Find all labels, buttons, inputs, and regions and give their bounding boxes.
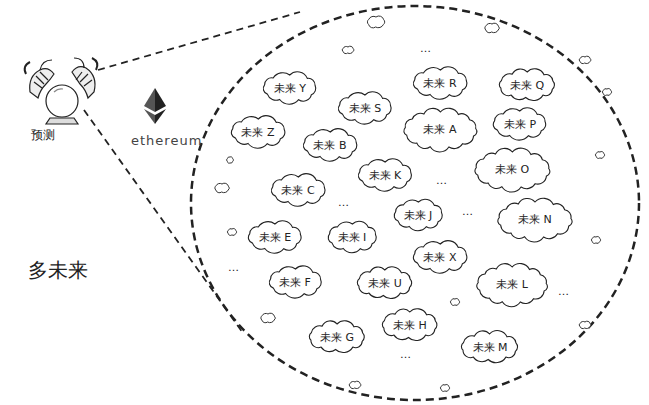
cloud-label: 未来 L: [496, 278, 528, 291]
future-cloud: 未来 M: [458, 330, 521, 364]
future-cloud: 未来 E: [245, 220, 305, 254]
cloud-shape: [271, 174, 325, 207]
cloud-label: 未来 I: [338, 231, 367, 244]
cloud-shape: [413, 241, 466, 274]
cloud-label: 未来 F: [279, 276, 311, 289]
empty-cloud: [349, 381, 361, 388]
cloud-shape: [494, 108, 546, 140]
cloud-label: 未来 E: [259, 231, 291, 244]
future-cloud: 未来 U: [354, 266, 415, 300]
cloud-shape: [475, 148, 550, 192]
empty-cloud: [485, 23, 499, 33]
ellipsis: …: [436, 174, 447, 187]
empty-cloud: [603, 89, 612, 96]
cloud-shape: [358, 267, 412, 299]
empty-cloud: [342, 46, 354, 53]
empty-clouds: [215, 16, 612, 391]
future-cloud: 未来 N: [495, 198, 575, 242]
empty-cloud: [367, 16, 384, 28]
empty-cloud: [227, 157, 234, 163]
future-cloud: 未来 L: [474, 263, 550, 307]
cloud-shape: [338, 92, 391, 124]
future-cloud: 未来 S: [335, 91, 395, 125]
cloud-shape: [248, 221, 301, 253]
cloud-label: 未来 Y: [274, 82, 306, 95]
cloud-label: 未来 Z: [241, 126, 274, 139]
future-cloud: 未来 K: [355, 158, 415, 192]
cloud-shape: [269, 266, 321, 298]
cloud-label: 未来 O: [495, 163, 529, 176]
future-cloud: 未来 G: [306, 320, 368, 354]
concept-label: 多未来: [28, 257, 88, 284]
future-cloud: 未来 O: [472, 148, 553, 192]
cloud-shape: [309, 321, 364, 353]
ellipsis: …: [338, 196, 349, 209]
crystal-ball-figure: [25, 58, 98, 124]
cloud-shape: [499, 69, 554, 101]
empty-cloud: [441, 385, 450, 392]
projection-line: [98, 12, 300, 70]
future-cloud: 未来 J: [391, 198, 446, 232]
empty-cloud: [451, 299, 460, 306]
empty-cloud: [579, 56, 591, 63]
cloud-shape: [383, 309, 438, 341]
future-cloud: 未来 C: [268, 173, 329, 207]
cloud-label: 未来 C: [281, 184, 314, 197]
cloud-shape: [394, 200, 442, 231]
empty-cloud: [215, 183, 229, 193]
empty-cloud: [592, 237, 601, 244]
future-cloud: 未来 Y: [260, 71, 319, 105]
projection-line: [84, 110, 243, 333]
empty-cloud: [579, 321, 591, 328]
cloud-shape: [462, 331, 518, 363]
cloud-label: 未来 H: [393, 319, 427, 332]
future-cloud: 未来 H: [379, 308, 441, 342]
figure-caption: 预测: [31, 127, 55, 144]
future-cloud: 未来 Q: [496, 68, 558, 102]
cloud-shape: [264, 72, 316, 104]
future-cloud: 未来 P: [490, 107, 549, 141]
ellipsis: …: [558, 285, 569, 298]
future-cloud: 未来 Z: [228, 115, 289, 149]
cloud-label: 未来 M: [473, 341, 508, 354]
cloud-label: 未来 U: [368, 277, 402, 290]
cloud-shape: [477, 264, 548, 307]
cloud-shape: [413, 67, 467, 100]
future-circle: [191, 6, 639, 400]
ellipsis: …: [228, 261, 239, 274]
cloud-shape: [328, 222, 376, 253]
cloud-label: 未来 S: [349, 102, 381, 115]
empty-cloud: [261, 313, 275, 323]
cloud-label: 未来 K: [369, 169, 402, 182]
empty-cloud: [596, 152, 605, 159]
cloud-label: 未来 Q: [510, 79, 544, 92]
future-cloud: 未来 X: [410, 240, 471, 274]
cloud-label: 未来 R: [423, 77, 456, 90]
cloud-shape: [498, 198, 572, 242]
cloud-shape: [303, 129, 356, 162]
empty-cloud: [228, 229, 237, 236]
cloud-label: 未来 P: [504, 118, 536, 131]
future-cloud: 未来 I: [325, 220, 380, 254]
logo-wordmark: ethereum: [131, 133, 202, 148]
cloud-shape: [403, 109, 476, 153]
cloud-label: 未来 X: [423, 251, 456, 264]
future-cloud: 未来 R: [410, 66, 471, 100]
cloud-shape: [358, 159, 411, 191]
ellipsis: …: [400, 348, 411, 361]
cloud-label: 未来 G: [320, 331, 354, 344]
future-cloud: 未来 A: [401, 108, 480, 152]
future-cloud: 未来 F: [266, 265, 325, 299]
cloud-label: 未来 J: [404, 209, 433, 222]
ethereum-logo: [144, 88, 166, 124]
cloud-label: 未来 N: [518, 213, 552, 226]
cloud-shape: [231, 116, 284, 149]
future-cloud: 未来 B: [300, 128, 361, 162]
ellipsis: …: [462, 205, 473, 218]
ellipsis: …: [420, 42, 431, 55]
cloud-label: 未来 A: [423, 123, 456, 136]
cloud-label: 未来 B: [313, 139, 346, 152]
